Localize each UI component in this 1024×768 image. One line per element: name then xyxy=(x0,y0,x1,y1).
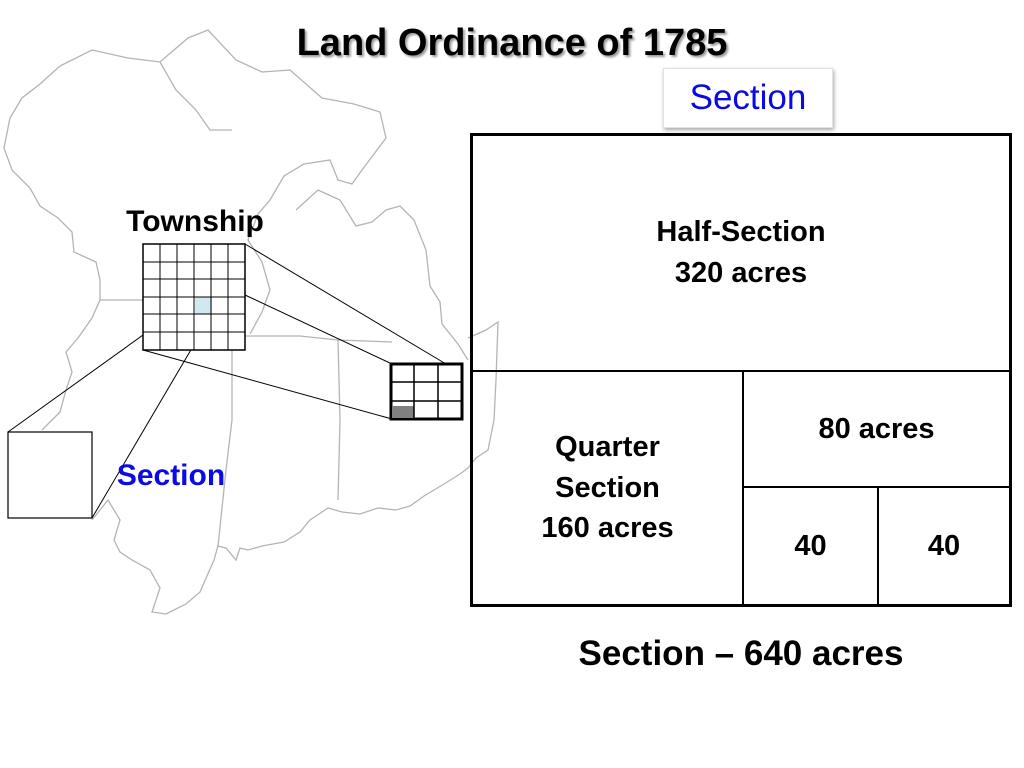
quarter-section-cell: Quarter Section 160 acres xyxy=(473,372,744,604)
zoomed-section-box xyxy=(7,431,93,519)
state-outline-north xyxy=(59,29,387,335)
connector-township-section-top xyxy=(244,243,447,365)
ohio-east-outline xyxy=(467,320,499,469)
small-grid-lines xyxy=(391,364,462,419)
small-grid-shaded-cell xyxy=(392,406,414,418)
connector-township-section-bottom xyxy=(142,349,393,420)
map-section-label: Section xyxy=(116,459,226,492)
township-label: Township xyxy=(126,205,264,238)
eighty-acre-cell: 80 acres xyxy=(744,372,1009,488)
quarter-section-acres: 160 acres xyxy=(541,512,674,545)
township-grid xyxy=(142,243,246,351)
forty-acre-cell-right: 40 xyxy=(879,488,1009,604)
eighty-acre-label: 80 acres xyxy=(818,412,935,445)
small-section-grid xyxy=(389,362,464,421)
border-in-mi xyxy=(232,335,393,343)
forty-acre-cell-left: 40 xyxy=(744,488,879,604)
page-title: Land Ordinance of 1785 xyxy=(296,22,728,64)
lake-shore-west xyxy=(3,65,101,431)
quarter-section-line2: Section xyxy=(555,471,660,504)
township-highlight-section xyxy=(195,297,212,314)
forty-acre-label-right: 40 xyxy=(927,529,961,562)
south-border xyxy=(91,467,469,615)
michigan-lower-outline xyxy=(295,189,469,361)
half-section-name: Half-Section xyxy=(656,216,826,249)
section-caption: Section – 640 acres xyxy=(578,634,904,673)
half-section-cell: Half-Section 320 acres xyxy=(473,136,1009,372)
township-grid-lines xyxy=(143,244,245,350)
section-header-text: Section xyxy=(689,78,807,117)
half-section-acres: 320 acres xyxy=(674,257,808,289)
forty-acre-label-left: 40 xyxy=(794,529,827,562)
border-wi-mi xyxy=(159,61,232,131)
quarter-section-line1: Quarter xyxy=(555,431,660,464)
connector-township-section-mid xyxy=(244,294,393,365)
section-diagram: Half-Section 320 acres Quarter Section 1… xyxy=(470,133,1012,607)
map-outline xyxy=(3,29,499,615)
border-in-oh xyxy=(337,339,341,501)
section-header-tag: Section xyxy=(663,68,833,128)
border-il-in xyxy=(217,330,233,547)
